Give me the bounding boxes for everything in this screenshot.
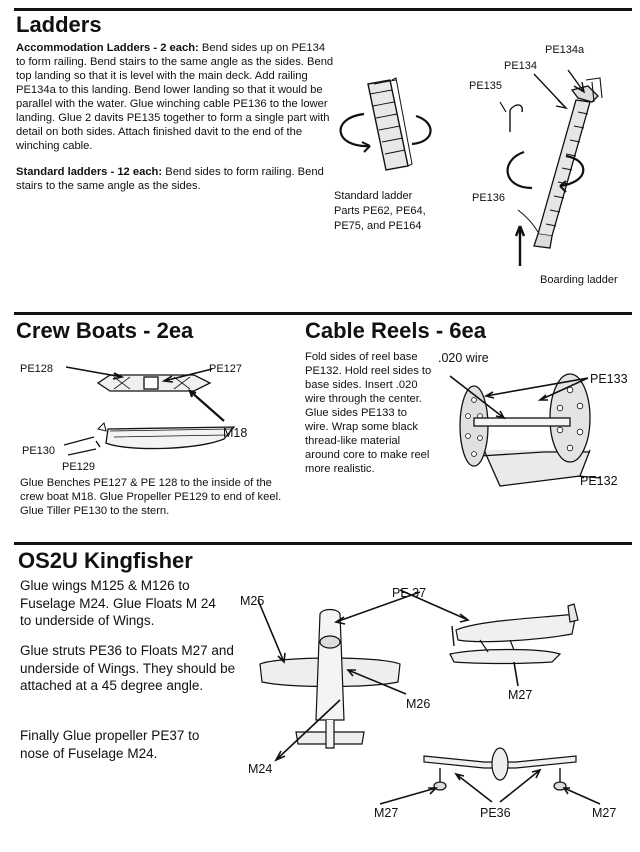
label-m24: M24 — [248, 762, 273, 776]
kingfisher-title: OS2U Kingfisher — [18, 548, 193, 573]
label-pe130: PE130 — [22, 445, 56, 457]
section-rule-boats-reels — [14, 312, 632, 315]
kingfisher-para-3: Finally Glue propeller PE37 to nose of F… — [20, 728, 200, 761]
label-pe129: PE129 — [62, 461, 96, 473]
standard-ladders-heading: Standard ladders - 12 each: — [16, 166, 163, 178]
label-pe136: PE136 — [472, 192, 506, 204]
standard-ladder-caption-line: Standard ladder — [334, 190, 413, 202]
label-wire: .020 wire — [438, 351, 489, 365]
label-m27-left: M27 — [374, 806, 399, 820]
kingfisher-front-view-figure — [379, 747, 601, 805]
boarding-ladder-figure — [499, 69, 603, 266]
section-rule-kingfisher — [14, 542, 632, 545]
accommodation-ladders-text: Accommodation Ladders - 2 each: Bend sid… — [16, 41, 334, 153]
kingfisher-top-view-figure — [257, 591, 421, 762]
label-pe37: PE 37 — [392, 586, 427, 600]
crew-boat-figure — [63, 366, 236, 456]
label-m27-side: M27 — [508, 688, 533, 702]
label-pe128: PE128 — [20, 363, 54, 375]
label-m26: M26 — [406, 697, 431, 711]
standard-ladders-text: Standard ladders - 12 each: Bend sides t… — [16, 165, 334, 193]
crew-boats-text: Glue Benches PE127 & PE 128 to the insid… — [20, 477, 282, 517]
standard-ladder-caption: Standard ladder Parts PE62, PE64, PE75, … — [334, 189, 426, 234]
label-m27-right: M27 — [592, 806, 617, 820]
label-pe127: PE127 — [209, 363, 243, 375]
label-pe134a: PE134a — [545, 44, 585, 56]
label-pe36: PE36 — [480, 806, 511, 820]
label-m25: M25 — [240, 594, 265, 608]
ladders-title: Ladders — [16, 12, 102, 37]
standard-ladders-body: Bend sides to form railing. Bend stairs … — [16, 166, 324, 192]
standard-ladder-caption-line: PE75, and PE164 — [334, 220, 422, 232]
crew-boats-title: Crew Boats - 2ea — [16, 318, 194, 343]
label-m18: M18 — [223, 426, 248, 440]
standard-ladder-figure — [339, 77, 432, 171]
kingfisher-para-2: Glue struts PE36 to Floats M27 and under… — [20, 643, 236, 693]
label-pe133: PE133 — [590, 372, 628, 386]
standard-ladder-caption-line: Parts PE62, PE64, — [334, 205, 426, 217]
cable-reels-text: Fold sides of reel base PE132. Hold reel… — [305, 351, 432, 475]
label-pe134: PE134 — [504, 60, 538, 72]
accommodation-ladders-heading: Accommodation Ladders - 2 each: — [16, 42, 199, 54]
boarding-ladder-caption: Boarding ladder — [540, 274, 618, 286]
section-rule-ladders — [14, 8, 632, 11]
kingfisher-para-1: Glue wings M125 & M126 to Fuselage M24. … — [20, 578, 216, 628]
kingfisher-side-view-figure — [399, 589, 579, 687]
cable-reel-figure — [449, 373, 601, 487]
cable-reels-title: Cable Reels - 6ea — [305, 318, 486, 343]
accommodation-ladders-body: Bend sides up on PE134 to form railing. … — [16, 42, 334, 152]
label-pe135: PE135 — [469, 80, 503, 92]
